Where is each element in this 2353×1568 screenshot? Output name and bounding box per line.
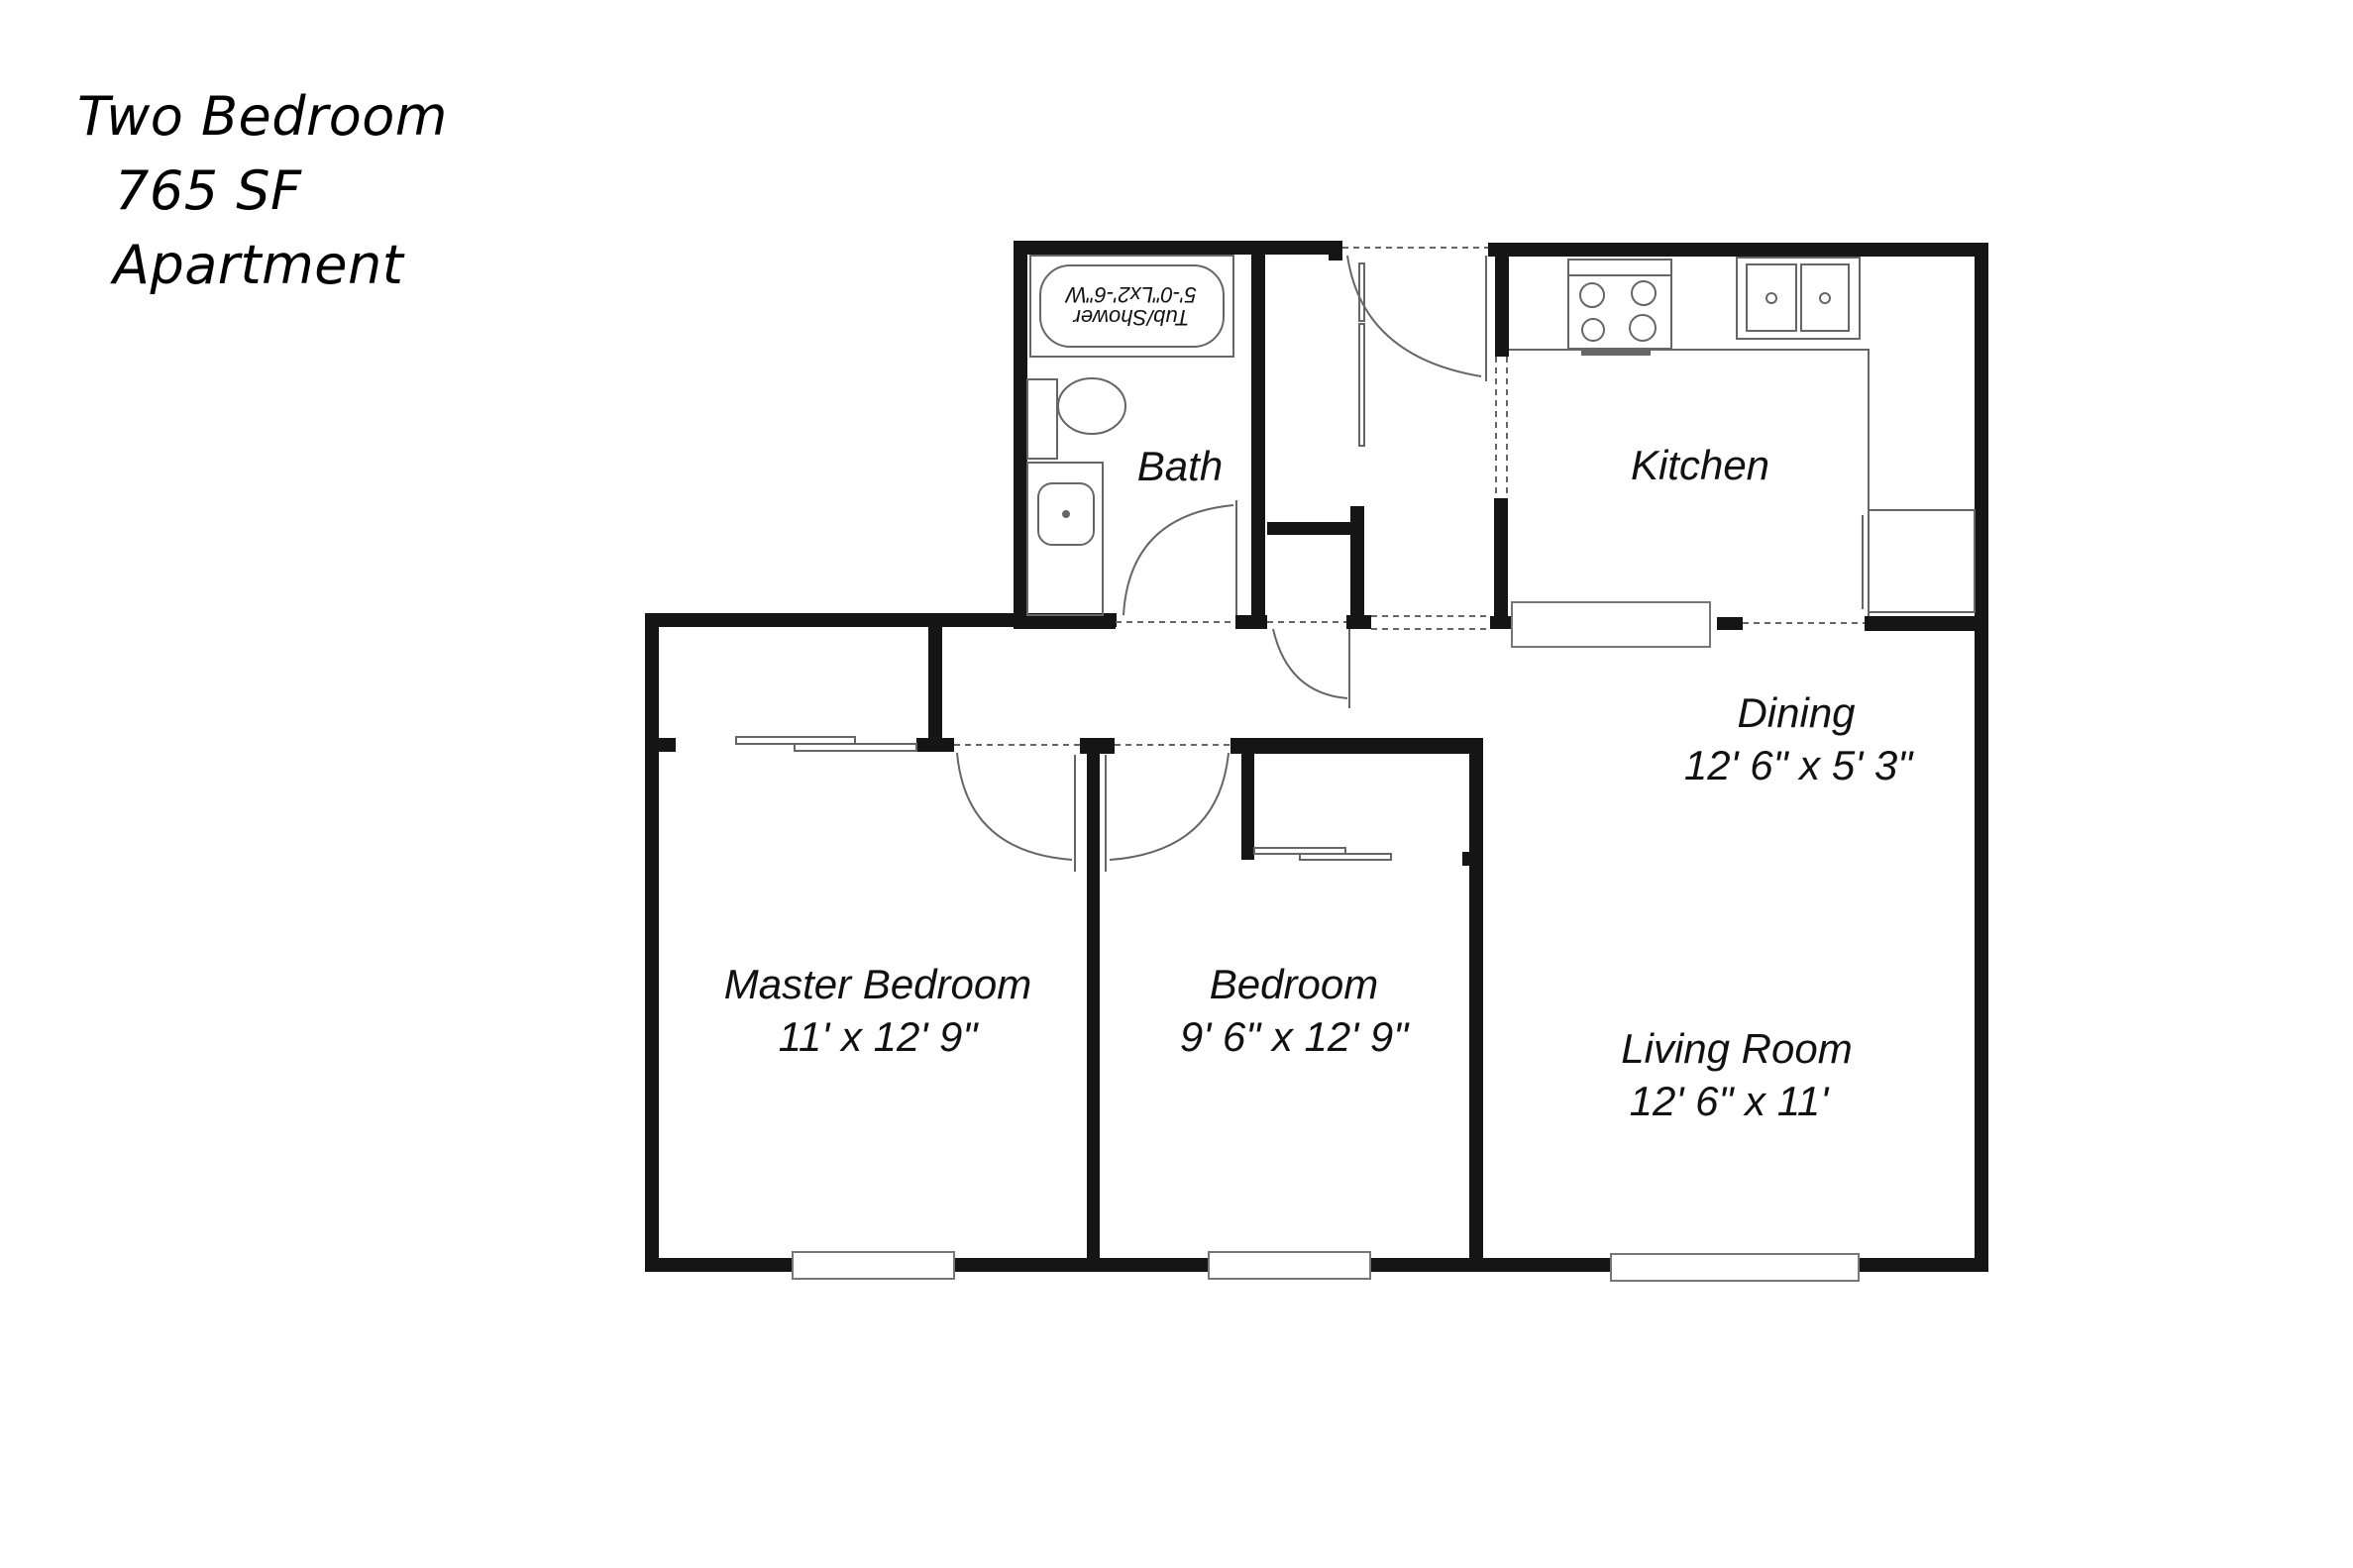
- plan-type: Apartment: [113, 234, 404, 296]
- kitchen-left-pillar: [1490, 616, 1511, 629]
- tub-inner: [1039, 264, 1225, 348]
- hall-closet-door-swing: [1272, 628, 1348, 699]
- room-label-master-bedroom: Master Bedroom: [723, 961, 1032, 1007]
- sink-basin-right: [1800, 263, 1850, 332]
- hall-closet-slider-1: [1358, 262, 1365, 322]
- kitchen-bottom-right-wall: [1865, 616, 1988, 631]
- kitchen-left-wall-upper: [1495, 243, 1509, 357]
- burner-3: [1581, 318, 1605, 342]
- room-label-bedroom: Bedroom: [1209, 961, 1379, 1007]
- bedroom-closet-slider-2: [1299, 853, 1392, 861]
- room-dims-living-room: 12' 6" x 11': [1629, 1078, 1829, 1124]
- bath-left-wall: [1014, 241, 1027, 629]
- master-closet-divider: [928, 613, 942, 752]
- hall-closet-slider-2: [1358, 323, 1365, 447]
- master-top-wall: [645, 613, 1117, 627]
- master-window: [792, 1251, 955, 1280]
- bedroom-living-divider: [1469, 738, 1483, 1272]
- room-dims-master-bedroom: 11' x 12' 9": [778, 1013, 978, 1060]
- entry-door-swing: [1346, 255, 1482, 377]
- plan-title: Two Bedroom: [77, 85, 448, 148]
- toilet-bowl: [1057, 377, 1126, 435]
- windows: [792, 601, 1860, 1282]
- master-closet-stub: [916, 738, 954, 752]
- room-label-living-room: Living Room: [1621, 1025, 1853, 1072]
- walls: [645, 241, 1988, 1272]
- hall-closet-pillar: [1346, 615, 1371, 629]
- burner-4: [1629, 314, 1657, 342]
- master-closet-slider-1: [735, 736, 856, 745]
- bath-hall-divider: [1251, 241, 1265, 629]
- burner-2: [1631, 280, 1657, 306]
- master-left-stub: [659, 738, 676, 752]
- tub-label-name: Tub/Shower: [1073, 305, 1190, 331]
- tub: [1029, 255, 1234, 358]
- room-label-dining: Dining: [1737, 689, 1856, 736]
- room-label-kitchen: Kitchen: [1630, 442, 1770, 488]
- tub-label-size: 5'-0"Lx2'-6"W: [1066, 282, 1197, 307]
- room-dims-dining: 12' 6" x 5' 3": [1683, 742, 1913, 788]
- bath-top-wall: [1014, 241, 1342, 255]
- hall-closet-top: [1267, 522, 1362, 535]
- bedroom-window: [1208, 1251, 1371, 1280]
- sink-drain-right: [1819, 292, 1831, 304]
- master-door-swing: [956, 752, 1073, 861]
- vanity: [1026, 462, 1104, 616]
- hall-closet-right: [1350, 506, 1364, 629]
- thin-lines: [735, 247, 1976, 872]
- bath-door-swing: [1123, 504, 1234, 616]
- refrigerator: [1868, 509, 1976, 613]
- tub-label: Tub/Shower 5'-0"Lx2'-6"W: [1066, 282, 1197, 331]
- sink-drain-left: [1765, 292, 1777, 304]
- kitchen-pass-through: [1511, 601, 1711, 648]
- bedroom-closet-right-stub: [1462, 852, 1470, 866]
- master-bedroom-divider: [1087, 738, 1100, 1272]
- toilet-tank: [1026, 378, 1058, 460]
- kitchen-left-wall-lower: [1494, 498, 1508, 629]
- bath-bottom-pillar: [1235, 615, 1267, 629]
- living-window: [1610, 1253, 1860, 1282]
- burner-1: [1579, 282, 1605, 308]
- hall-top-stub: [1329, 241, 1342, 261]
- bedroom-door-swing: [1109, 752, 1230, 861]
- master-closet-slider-2: [794, 743, 917, 752]
- bedroom-closet-top: [1230, 738, 1483, 754]
- master-left-wall: [645, 613, 659, 1272]
- room-label-bath: Bath: [1136, 443, 1224, 489]
- sink-basin-left: [1746, 263, 1797, 332]
- sink-cabinet: [1736, 257, 1861, 340]
- plan-area: 765 SF: [115, 159, 302, 222]
- sink-basin: [1037, 482, 1095, 546]
- kitchen-bottom-stub: [1717, 617, 1743, 630]
- kitchen-top-wall: [1488, 243, 1988, 257]
- room-dims-bedroom: 9' 6" x 12' 9": [1179, 1013, 1409, 1060]
- sink-drain: [1062, 510, 1070, 518]
- bedroom-closet-left: [1241, 738, 1254, 860]
- range-handle: [1581, 350, 1651, 356]
- kitchen-right-wall: [1975, 243, 1988, 1272]
